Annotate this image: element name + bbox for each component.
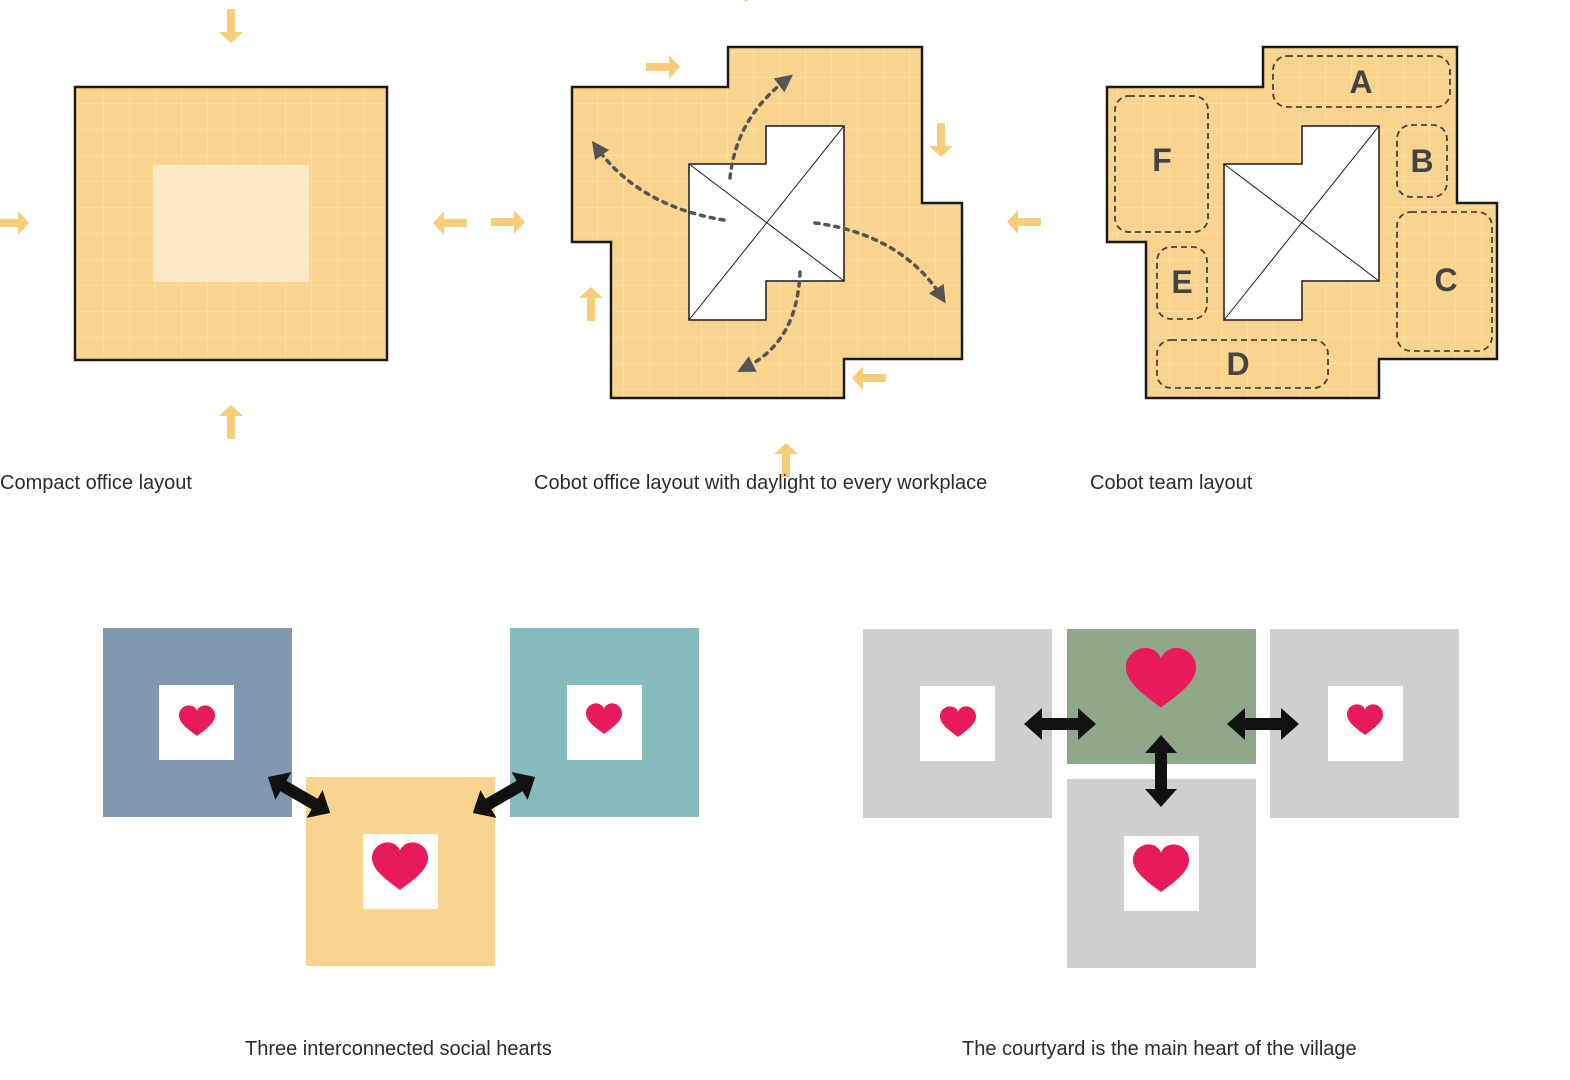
cobot-office-diagram — [491, 0, 1041, 477]
zone-label-a: A — [1349, 64, 1372, 100]
courtyard-diagonal — [1223, 163, 1380, 282]
courtyard-diagonal — [688, 163, 845, 282]
arrow-icon — [1007, 210, 1041, 234]
arrow-icon — [734, 0, 758, 2]
daylight-arrow — [813, 221, 946, 304]
arrow-icon — [433, 211, 467, 235]
team-zone-b — [1396, 124, 1448, 198]
caption-courtyard: The courtyard is the main heart of the v… — [962, 1038, 1357, 1060]
team-zone-f — [1114, 95, 1209, 233]
zone-label-b: B — [1410, 143, 1433, 179]
arrow-icon — [0, 211, 29, 235]
zone-label-d: D — [1226, 346, 1249, 382]
caption-cobot-team: Cobot team layout — [1090, 472, 1253, 494]
caption-cobot-office: Cobot office layout with daylight to eve… — [534, 472, 988, 494]
arrow-icon — [219, 405, 243, 439]
team-zone-c — [1396, 211, 1493, 352]
social-hearts-diagram — [103, 628, 699, 966]
zone-label-e: E — [1171, 264, 1192, 300]
arrow-icon — [646, 55, 680, 79]
arrow-icon — [579, 287, 603, 321]
compact-office-diagram — [0, 9, 467, 439]
daylight-arrow — [737, 270, 802, 373]
daylight-arrow — [728, 74, 793, 180]
caption-compact-office: Compact office layout — [0, 472, 192, 494]
caption-social-hearts: Three interconnected social hearts — [245, 1038, 552, 1060]
team-zone-e — [1156, 246, 1208, 320]
courtyard-village-diagram — [863, 629, 1459, 968]
zone-label-c: C — [1434, 262, 1457, 298]
team-zone-a — [1272, 55, 1451, 108]
team-zone-d — [1156, 339, 1329, 389]
daylight-arrow — [591, 140, 726, 222]
arrow-icon — [491, 210, 525, 234]
zone-label-f: F — [1152, 142, 1172, 178]
cobot-team-diagram: A B C D E F — [1105, 45, 1499, 400]
arrow-icon — [929, 123, 953, 157]
arrow-icon — [852, 366, 886, 390]
arrow-icon — [219, 9, 243, 43]
compact-core — [153, 165, 309, 282]
